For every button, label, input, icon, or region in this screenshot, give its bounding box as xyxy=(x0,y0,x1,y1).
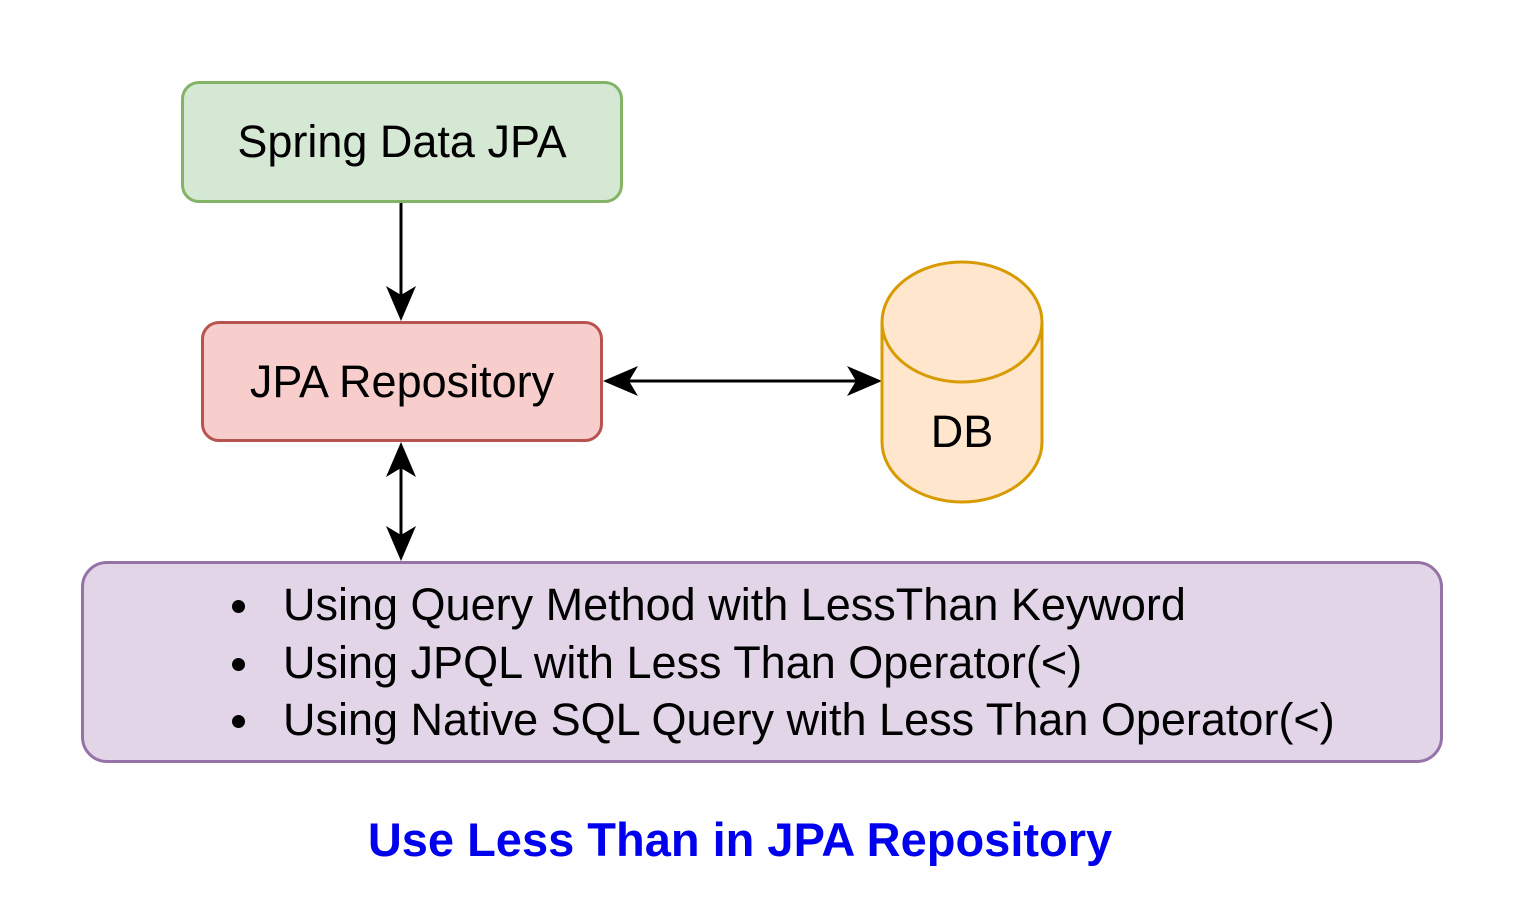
query-option-item: Using Native SQL Query with Less Than Op… xyxy=(232,691,1335,749)
edge-repository-db xyxy=(603,366,882,396)
query-options-list: Using Query Method with LessThan Keyword… xyxy=(232,576,1335,749)
bullet-icon xyxy=(232,600,245,613)
query-option-item: Using JPQL with Less Than Operator(<) xyxy=(232,634,1335,692)
bullet-icon xyxy=(232,657,245,671)
spring-data-jpa-node: Spring Data JPA xyxy=(181,81,623,203)
query-option-text: Using Query Method with LessThan Keyword xyxy=(283,579,1186,630)
query-option-text: Using JPQL with Less Than Operator(<) xyxy=(283,636,1083,688)
db-label: DB xyxy=(930,406,994,457)
query-option-item: Using Query Method with LessThan Keyword xyxy=(232,576,1335,634)
diagram-caption: Use Less Than in JPA Repository xyxy=(367,813,1113,866)
db-cylinder xyxy=(880,260,1044,504)
bullet-icon xyxy=(232,715,245,728)
edge-spring-to-repository xyxy=(386,203,416,321)
edge-repository-methods xyxy=(386,442,416,561)
query-options-node: Using Query Method with LessThan Keyword… xyxy=(81,561,1443,763)
spring-data-jpa-label: Spring Data JPA xyxy=(237,116,567,167)
query-option-text: Using Native SQL Query with Less Than Op… xyxy=(283,694,1335,745)
jpa-repository-label: JPA Repository xyxy=(249,355,555,407)
jpa-repository-node: JPA Repository xyxy=(201,321,603,442)
